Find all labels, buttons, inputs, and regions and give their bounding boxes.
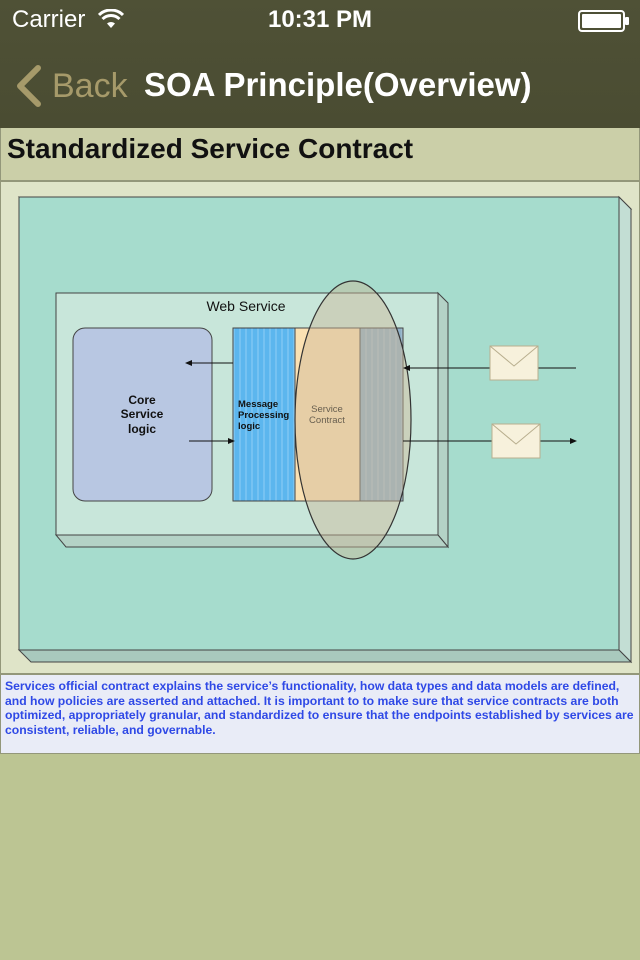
message-label-line1: Message: [238, 399, 278, 410]
battery-icon: [578, 10, 630, 39]
status-bar: Carrier 10:31 PM: [0, 0, 640, 40]
diagram-panel: Web Service Core Service logic Message P…: [0, 181, 640, 674]
carrier-label: Carrier: [12, 6, 86, 33]
contract-highlight-ellipse: [294, 280, 412, 560]
back-button[interactable]: Back: [14, 62, 128, 110]
contract-edge-box: [359, 327, 404, 502]
service-contract-box: [294, 327, 361, 502]
contract-label-line2: Contract: [309, 415, 345, 426]
core-service-box: [72, 327, 213, 502]
description-panel: Services official contract explains the …: [0, 674, 640, 754]
navigation-bar: Back SOA Principle(Overview): [0, 40, 640, 128]
core-label-line2: Service: [121, 407, 164, 421]
contract-label-line1: Service: [311, 404, 343, 415]
core-label-line1: Core: [128, 393, 156, 407]
envelope-icon: [489, 345, 539, 381]
top-bar: Carrier 10:31 PM Back SOA Principle(Over…: [0, 0, 640, 128]
message-label-line2: Processing: [238, 410, 289, 421]
section-title: Standardized Service Contract: [7, 133, 414, 164]
web-service-label: Web Service: [206, 298, 285, 314]
core-label-line3: logic: [128, 422, 156, 436]
soa-diagram: Web Service Core Service logic Message P…: [17, 195, 633, 664]
message-label-line3: logic: [238, 421, 260, 432]
wifi-icon: [97, 8, 125, 36]
page-title: SOA Principle(Overview): [144, 66, 532, 103]
chevron-left-icon: [17, 65, 41, 107]
section-title-bar: Standardized Service Contract: [0, 128, 640, 181]
status-time: 10:31 PM: [267, 6, 373, 33]
back-label: Back: [52, 66, 128, 105]
envelope-icon: [491, 423, 541, 459]
description-text: Services official contract explains the …: [5, 679, 634, 737]
message-processing-box: [232, 327, 296, 502]
